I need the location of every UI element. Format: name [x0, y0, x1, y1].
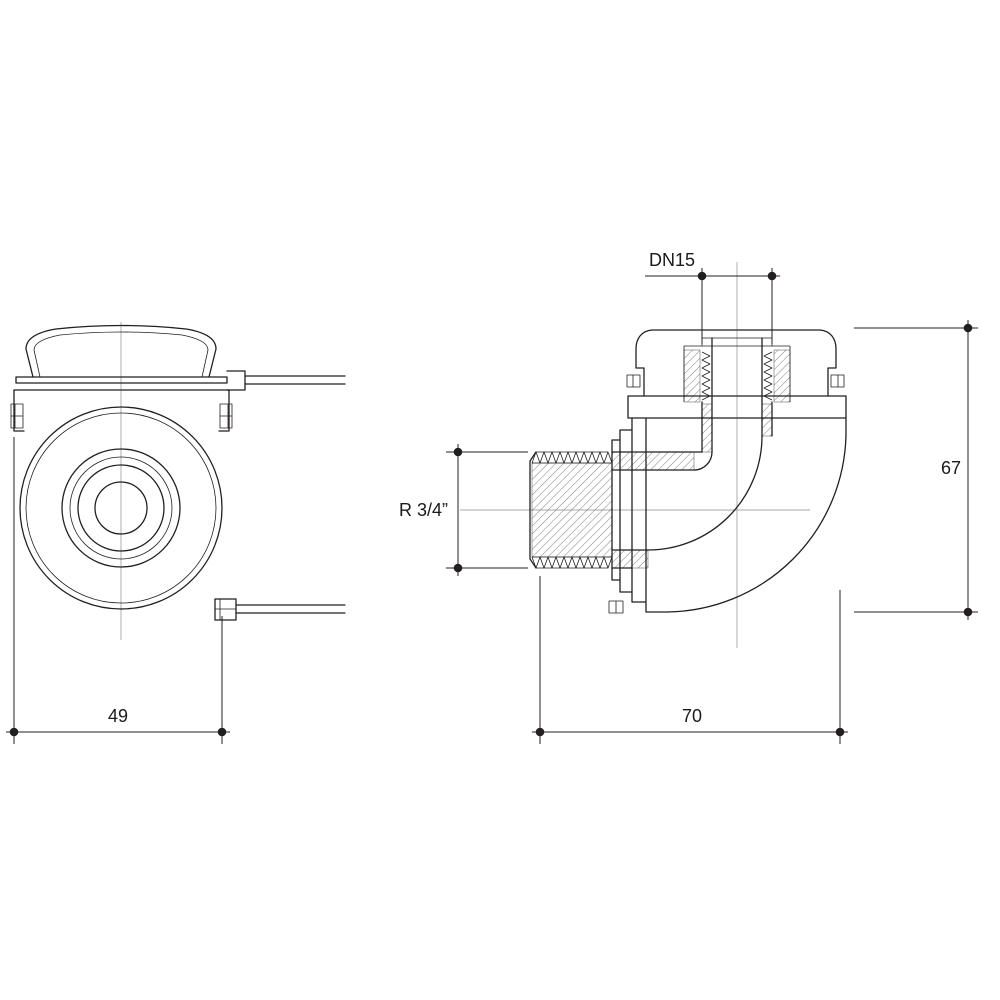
side-view: [460, 262, 847, 648]
dim-height-67: 67: [854, 320, 978, 620]
upper-pipe-block: [226, 370, 246, 391]
hub-circle: [94, 481, 148, 535]
dim-front-width-label: 49: [108, 706, 128, 726]
dim-side-width-label: 70: [682, 706, 702, 726]
dim-dn-label: DN15: [649, 250, 695, 270]
thread-zigzag-bottom: [531, 556, 613, 569]
standpipe-thread-right: [763, 351, 773, 401]
dimensions: DN15 R 3/4” 67 70 49: [6, 250, 978, 744]
dim-thread-label: R 3/4”: [399, 500, 448, 520]
ring-mid-circle: [69, 456, 173, 560]
right-clip: [219, 403, 233, 429]
body-wall-circle: [25, 412, 217, 604]
cap-band: [13, 376, 230, 391]
nut-outline: [635, 329, 837, 397]
dim-thread: R 3/4”: [399, 444, 528, 576]
nut-interior-lines: [683, 337, 791, 402]
ring-inner-circle: [77, 464, 165, 552]
thread-end-face: [529, 451, 537, 569]
standpipe-thread-left: [701, 351, 711, 401]
lower-clamp-block: [214, 598, 237, 621]
lower-pipe-lines: [235, 604, 346, 614]
pipe-od-walls: [701, 401, 773, 453]
nut-left-clip: [626, 374, 641, 388]
dim-dn15: DN15: [645, 250, 780, 344]
left-clip: [10, 403, 24, 429]
thread-zigzag-top: [531, 451, 613, 464]
lower-clamp-detail: [215, 599, 236, 620]
nut-right-clip: [830, 374, 845, 388]
body-column: [611, 417, 669, 613]
cap-inner-line: [33, 331, 209, 378]
elbow-outer-arc: [667, 434, 847, 613]
passage-bottom-inner-elbow: [611, 435, 763, 551]
cap-outline: [25, 324, 217, 378]
body-bottom-clip: [608, 600, 624, 614]
dim-width-70: 70: [532, 576, 848, 744]
upper-pipe-lines: [244, 375, 346, 385]
dim-height-label: 67: [941, 458, 961, 478]
dim-width-49: 49: [6, 437, 230, 744]
ring-outer-circle: [61, 448, 181, 568]
passage-top-inner: [611, 451, 713, 471]
body-shoulders: [13, 389, 230, 432]
body-outer-circle: [19, 406, 223, 610]
front-view: [10, 322, 346, 640]
